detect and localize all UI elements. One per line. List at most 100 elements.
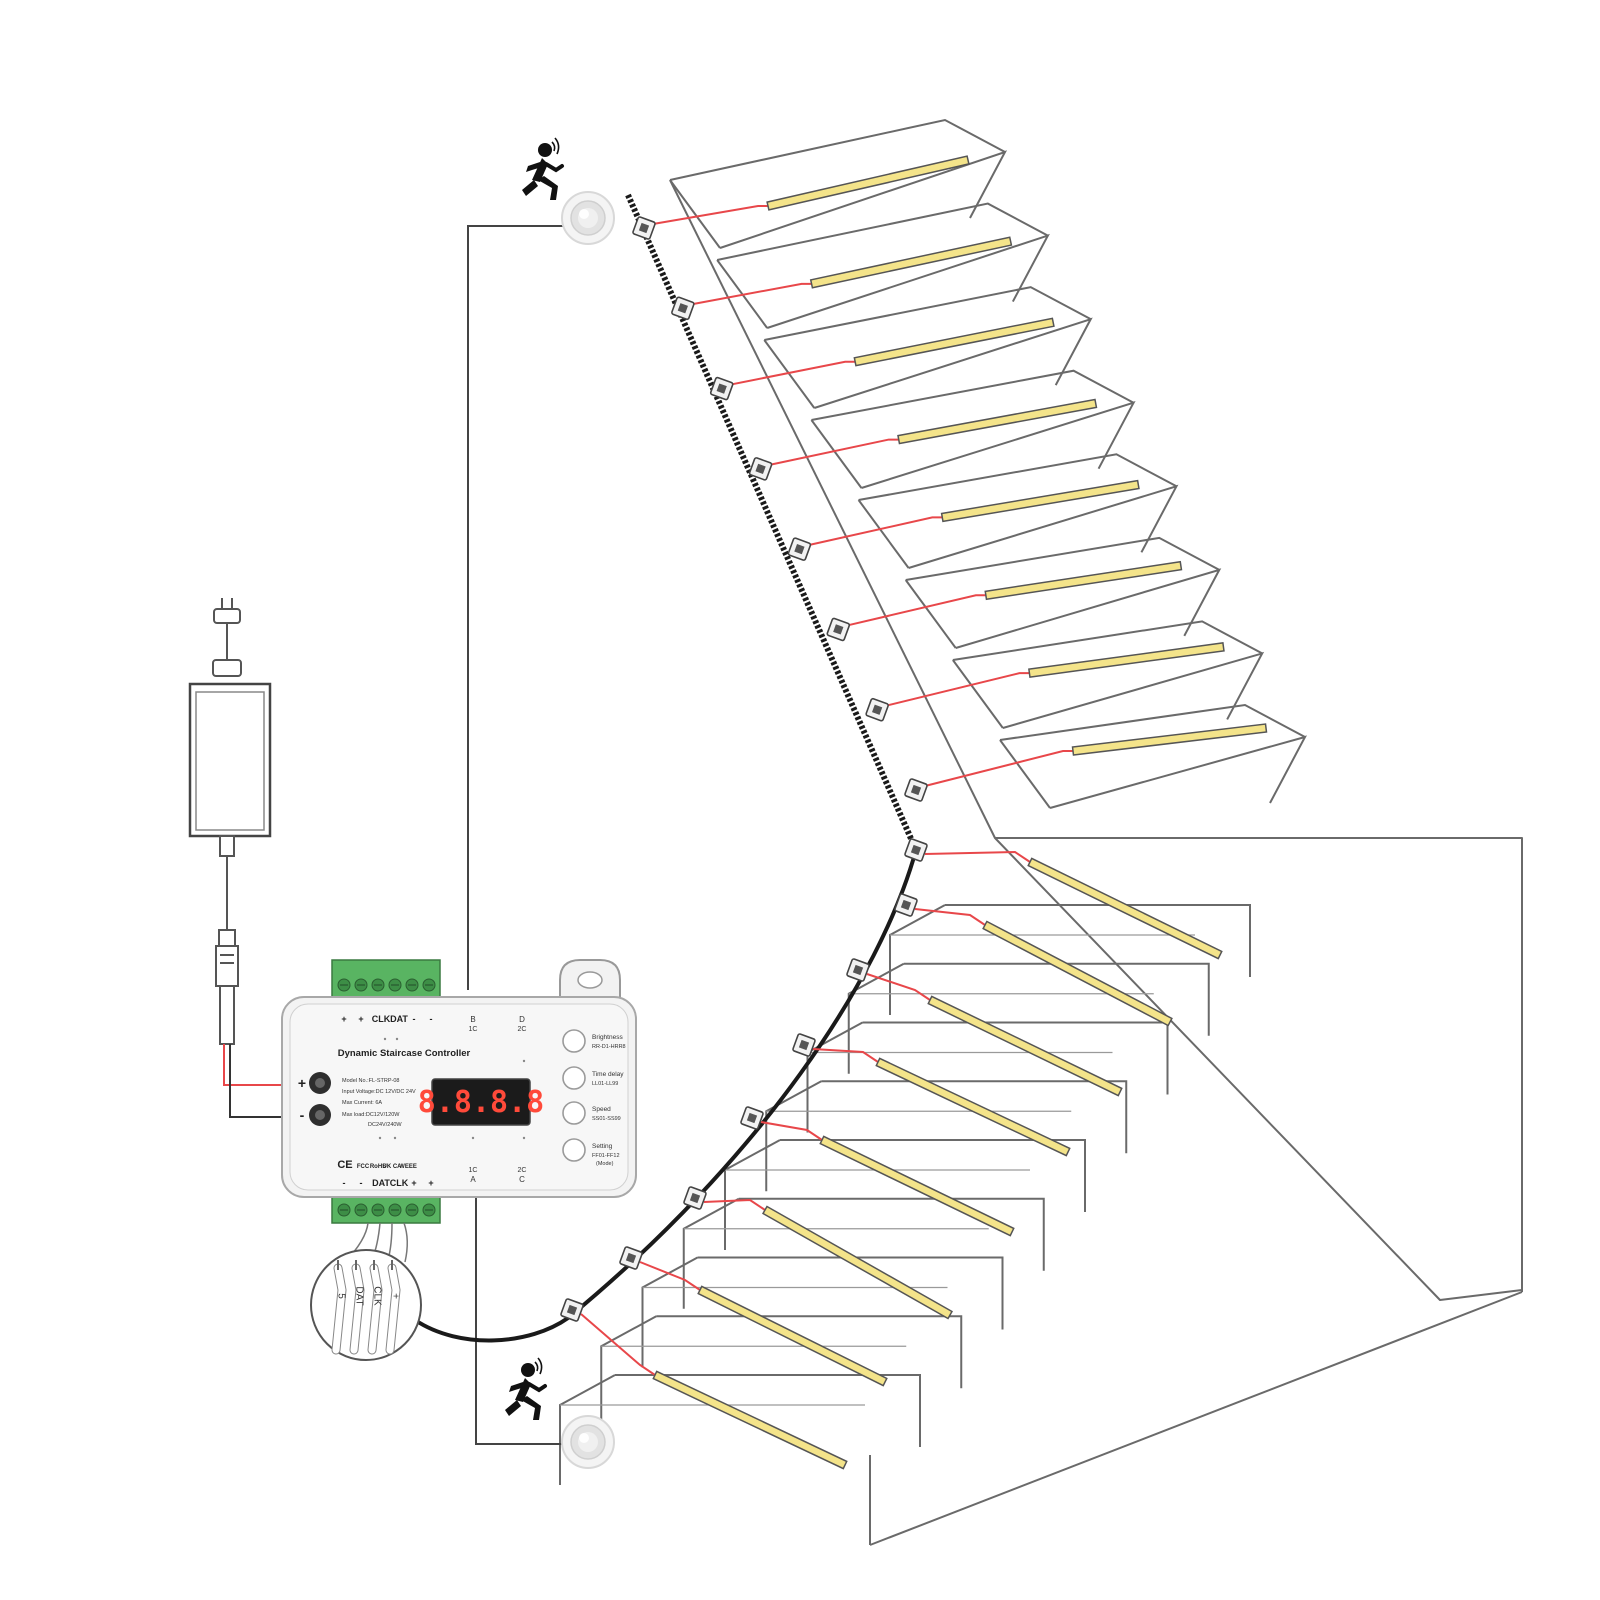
staircase-outline xyxy=(869,837,1523,1546)
spec-line: Max Current: 6A xyxy=(342,1100,382,1106)
upper-step xyxy=(857,453,1179,569)
runner-arm-back xyxy=(509,1382,525,1392)
upper-flight-left-wall xyxy=(669,179,996,839)
runner-leg-back xyxy=(522,180,538,196)
connector-core xyxy=(638,222,650,234)
strip-connector xyxy=(826,617,851,642)
motion-wave xyxy=(537,1357,543,1375)
terminal-label: - xyxy=(430,1014,433,1024)
lower-flight-bottom-edge xyxy=(869,1291,1523,1546)
upper-step-tread xyxy=(716,202,1049,261)
terminal-label: + xyxy=(341,1014,346,1024)
connector-core xyxy=(900,899,912,911)
led-strip-lower xyxy=(762,1205,953,1320)
runner-leg-front xyxy=(521,1396,541,1420)
top-motion-sensor xyxy=(561,191,615,245)
power-plus-label: + xyxy=(298,1075,306,1091)
cert-mark: FCC xyxy=(357,1164,370,1170)
callout-wire-label: 5 xyxy=(336,1293,347,1299)
display-readout: 8.8.8.8 xyxy=(418,1085,544,1120)
led-strip-upper xyxy=(1071,723,1268,756)
controller-button[interactable] xyxy=(562,1066,586,1090)
upper-step-tread xyxy=(669,118,1006,181)
red-lead-wire xyxy=(808,516,943,547)
lower-step-riser xyxy=(806,1021,863,1133)
connector-core xyxy=(625,1252,637,1264)
port-1c-bottom-label: 1C xyxy=(469,1167,478,1174)
led-strip-upper xyxy=(853,317,1055,367)
main-strip-cable xyxy=(413,193,919,1343)
led-strip-lower xyxy=(927,995,1123,1097)
cert-mark: WEEE xyxy=(399,1164,417,1170)
upper-step-riser xyxy=(1002,651,1265,729)
led-strip-lower xyxy=(875,1057,1071,1157)
callout-wire-label: + xyxy=(390,1293,401,1299)
red-lead-wire xyxy=(639,1261,701,1291)
lower-step xyxy=(682,1197,1045,1309)
runner-head xyxy=(521,1363,535,1377)
connector-core xyxy=(852,964,864,976)
upper-cable xyxy=(625,193,919,852)
strip-connector xyxy=(683,1186,707,1210)
red-lead-wire xyxy=(691,282,812,306)
red-lead-wire xyxy=(703,1198,766,1211)
lower-step xyxy=(889,904,1251,1015)
terminal-label: DAT xyxy=(390,1014,408,1024)
lower-step xyxy=(559,1374,921,1485)
led-strip-lower xyxy=(1027,857,1223,960)
red-lead-wire xyxy=(652,205,768,225)
spec-line: Input Voltage:DC 12V/DC 24V xyxy=(342,1089,416,1095)
red-lead-wire xyxy=(769,438,899,466)
callout-wire-label: CLK xyxy=(372,1286,383,1306)
upper-step-riser xyxy=(861,401,1136,489)
callout-wire-insulation xyxy=(386,1264,400,1354)
bottom-motion-sensor xyxy=(561,1415,615,1469)
led-strip-lower xyxy=(652,1370,848,1470)
strip-connector xyxy=(846,958,870,982)
strip-connector xyxy=(709,376,734,401)
red-lead-wire xyxy=(847,594,986,627)
lower-step-tread xyxy=(903,962,1210,1036)
strip-connector xyxy=(904,838,928,862)
led-strip-upper xyxy=(984,560,1183,601)
terminal-label: + xyxy=(358,1014,363,1024)
upper-step-tread xyxy=(905,536,1220,581)
upper-step-edge xyxy=(669,179,721,249)
lower-step-riser xyxy=(765,1080,822,1192)
upper-step-riser xyxy=(1049,735,1307,809)
port-1c-label: 1C xyxy=(469,1026,478,1033)
red-lead-wire xyxy=(924,750,1073,787)
upper-step-edge xyxy=(763,339,816,409)
lower-flight-steps xyxy=(559,904,1251,1545)
terminal-label: + xyxy=(411,1178,416,1188)
bottom-sensor-wire xyxy=(475,1188,565,1445)
terminal-label: DAT xyxy=(372,1178,390,1188)
runner-head xyxy=(538,143,552,157)
lower-step-tread xyxy=(615,1374,921,1447)
upper-step-tread xyxy=(811,369,1135,421)
port-d-label: D xyxy=(519,1015,525,1024)
motion-wave xyxy=(554,137,560,155)
led-strips xyxy=(560,155,1268,1470)
upper-step-edge xyxy=(857,499,910,569)
led-strip-upper xyxy=(897,398,1098,445)
top-sensor-wire xyxy=(467,225,569,990)
upper-step-edge xyxy=(810,419,863,489)
connector-core xyxy=(833,624,844,635)
controller-button[interactable] xyxy=(562,1101,586,1125)
button-range: LL01-LL99 xyxy=(592,1081,618,1087)
upper-step xyxy=(763,286,1093,409)
adapter-inner xyxy=(195,691,265,831)
upper-step-riser xyxy=(766,233,1050,329)
upper-step-tread xyxy=(952,620,1263,661)
controller-button[interactable] xyxy=(562,1138,586,1162)
led-strip-upper xyxy=(1028,642,1225,678)
controller-button[interactable] xyxy=(562,1029,586,1053)
lower-step-riser xyxy=(847,962,905,1074)
power-red-wire xyxy=(223,1044,282,1086)
red-lead-wire xyxy=(866,973,931,1001)
strip-connector xyxy=(632,216,656,240)
port-2c-label: 2C xyxy=(518,1026,527,1033)
